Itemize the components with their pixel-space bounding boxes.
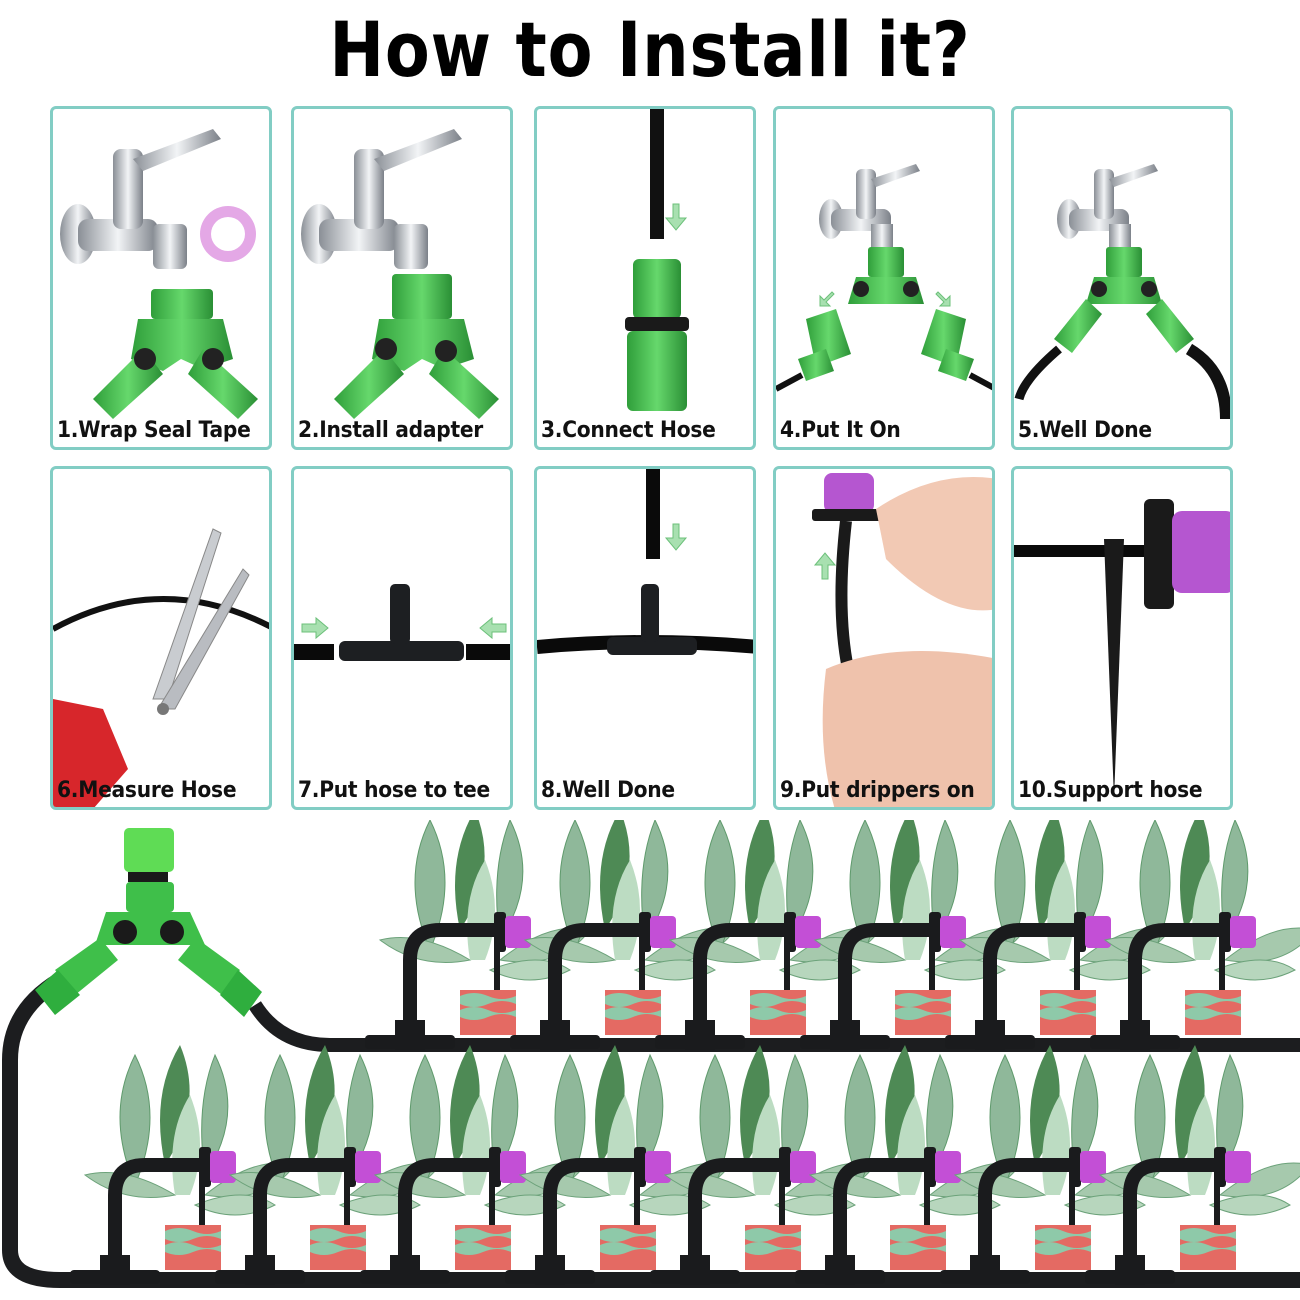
step-panel-2: 2.Install adapter: [291, 106, 513, 450]
step-panel-7: 7.Put hose to tee: [291, 466, 513, 810]
step-panel-10: 10.Support hose: [1011, 466, 1233, 810]
hands-inserting-dripper-icon: [812, 473, 992, 807]
step-label: 9.Put drippers on: [780, 778, 975, 803]
y-splitter-icon: [35, 828, 262, 1017]
scissors-cutting-hose-icon: [53, 528, 269, 807]
step-panel-4: 4.Put It On: [773, 106, 995, 450]
y-splitter-connectors-icon: [776, 164, 992, 392]
step-label: 10.Support hose: [1018, 778, 1203, 803]
step-panel-3: 3.Connect Hose: [534, 106, 756, 450]
step-label: 1.Wrap Seal Tape: [57, 418, 251, 443]
step-panel-6: 6.Measure Hose: [50, 466, 272, 810]
y-splitter-with-hoses-icon: [1014, 164, 1230, 420]
step-panel-8: 8.Well Done: [534, 466, 756, 810]
hose-quick-connector-icon: [625, 109, 689, 411]
step-label: 3.Connect Hose: [541, 418, 716, 443]
step-label: 4.Put It On: [780, 418, 901, 443]
faucet-with-y-adapter-icon: [301, 129, 499, 419]
tee-connector-hoses-icon: [294, 584, 510, 661]
drip-irrigation-diagram: [1, 820, 1300, 1300]
faucet-and-seal-tape-icon: [60, 129, 258, 419]
step-panel-9: 9.Put drippers on: [773, 466, 995, 810]
step-label: 6.Measure Hose: [57, 778, 237, 803]
step-panel-1: 1.Wrap Seal Tape: [50, 106, 272, 450]
step-label: 7.Put hose to tee: [298, 778, 490, 803]
step-panel-5: 5.Well Done: [1011, 106, 1233, 450]
tee-connected-icon: [537, 469, 753, 655]
page-title: How to Install it?: [329, 5, 971, 94]
step-label: 2.Install adapter: [298, 418, 484, 443]
stake-with-dripper-icon: [1014, 499, 1230, 799]
step-label: 8.Well Done: [541, 778, 675, 803]
step-label: 5.Well Done: [1018, 418, 1152, 443]
